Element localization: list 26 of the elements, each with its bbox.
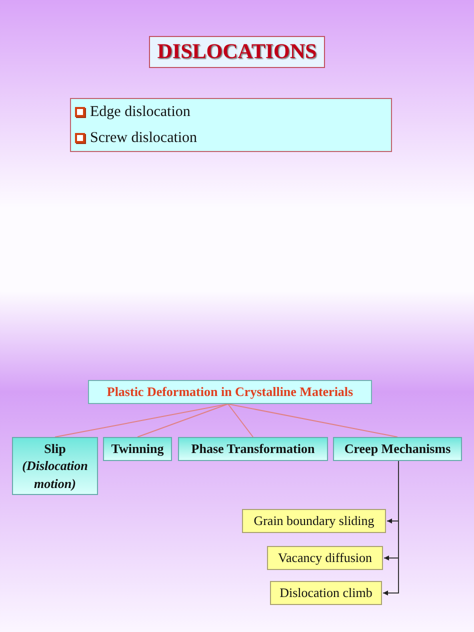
box-label: Grain boundary sliding xyxy=(254,512,374,530)
connector-line xyxy=(228,404,254,438)
list-item: Screw dislocation xyxy=(90,129,198,148)
box-label: Creep Mechanisms xyxy=(344,440,451,458)
box-sublabel: (Dislocation motion) xyxy=(21,457,89,492)
connector-line xyxy=(228,404,398,438)
concept-box xyxy=(242,509,386,533)
concept-box xyxy=(267,546,383,570)
bullet-list-box xyxy=(70,98,392,152)
box-label: Vacancy diffusion xyxy=(278,549,372,567)
title-box: DISLOCATIONS xyxy=(149,36,325,68)
connector-line xyxy=(54,404,228,438)
concept-box xyxy=(333,437,462,461)
connector-line xyxy=(137,404,228,438)
box-label: Twinning xyxy=(111,440,164,458)
box-label: Dislocation climb xyxy=(280,584,372,602)
heading-text: Plastic Deformation in Crystalline Materials xyxy=(106,383,354,401)
box-label: Phase Transformation xyxy=(191,440,315,458)
box-label: Slip xyxy=(44,440,66,458)
list-item: Edge dislocation xyxy=(90,102,190,122)
concept-box xyxy=(12,437,98,495)
concept-box xyxy=(178,437,328,461)
concept-box xyxy=(88,380,372,404)
concept-box xyxy=(270,581,382,605)
arrow xyxy=(382,460,399,596)
concept-box xyxy=(103,437,172,461)
